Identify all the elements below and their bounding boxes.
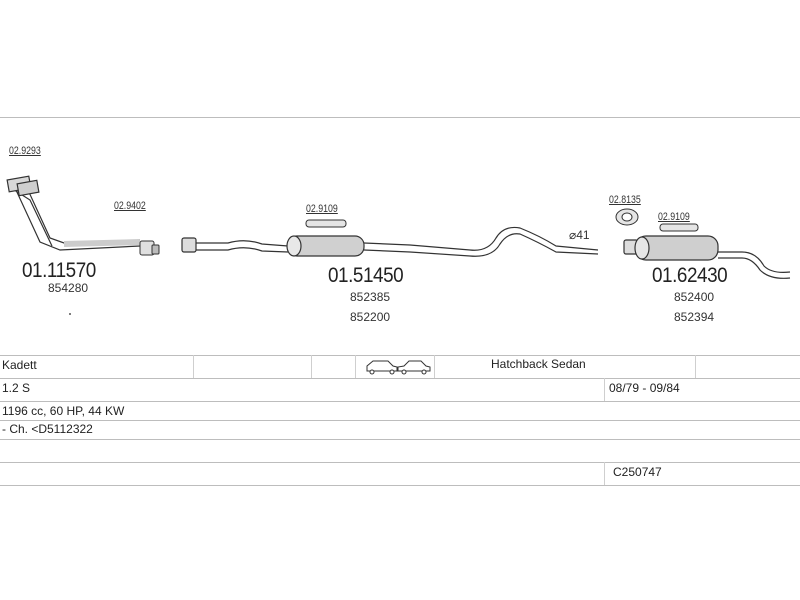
part-ref-3: 852400 [674,290,715,304]
table-col-5 [604,378,605,401]
top-rule [0,117,800,118]
table-rule-4 [0,420,800,421]
fitting-label-2: 02.9402 [114,200,146,212]
engine-label: 1.2 S [2,381,31,395]
table-rule-2 [0,378,800,379]
part-ref-3b: 852394 [674,310,715,324]
pipe-diameter: ⌀41 [569,228,590,242]
table-col-3 [355,355,356,378]
table-rule-7 [0,485,800,486]
table-col-6 [604,462,605,485]
sedan-car-icon [397,360,431,375]
middle-pipe [181,226,599,257]
table-rule-3 [0,401,800,402]
model-name: Kadett [2,358,37,372]
hanger-02-9109-a [305,219,347,228]
table-rule-1 [0,355,800,356]
rear-silencer [623,235,791,279]
part-code-2: 01.51450 [328,264,404,287]
part-ref-2: 852385 [350,290,391,304]
body-type: Hatchback Sedan [491,357,586,371]
fitting-label-5: 02.9109 [658,211,690,223]
hanger-02-9109-b [659,223,699,232]
table-col-7 [695,355,696,378]
fitting-label-4: 02.8135 [609,194,641,206]
table-col-2 [311,355,312,378]
production-years: 08/79 - 09/84 [609,381,680,395]
front-pipe [6,175,141,251]
part-code-1: 01.11570 [22,259,96,282]
clamp-02-9402 [139,240,160,256]
table-rule-5 [0,439,800,440]
table-rule-6 [0,462,800,463]
fitting-label-3: 02.9109 [306,203,338,215]
fitting-label-1: 02.9293 [9,145,41,157]
hanger-02-8135 [615,208,639,226]
part-code-3: 01.62430 [652,264,728,287]
part-ref-2b: 852200 [350,310,391,324]
hatchback-car-icon [366,360,398,375]
table-col-1 [193,355,194,378]
engine-specs: 1196 cc, 60 HP, 44 KW [2,404,125,418]
catalog-number: C250747 [613,465,662,479]
part-ref-1: 854280 [48,281,89,295]
table-col-4 [434,355,435,378]
chassis-number: - Ch. <D5112322 [2,422,93,436]
